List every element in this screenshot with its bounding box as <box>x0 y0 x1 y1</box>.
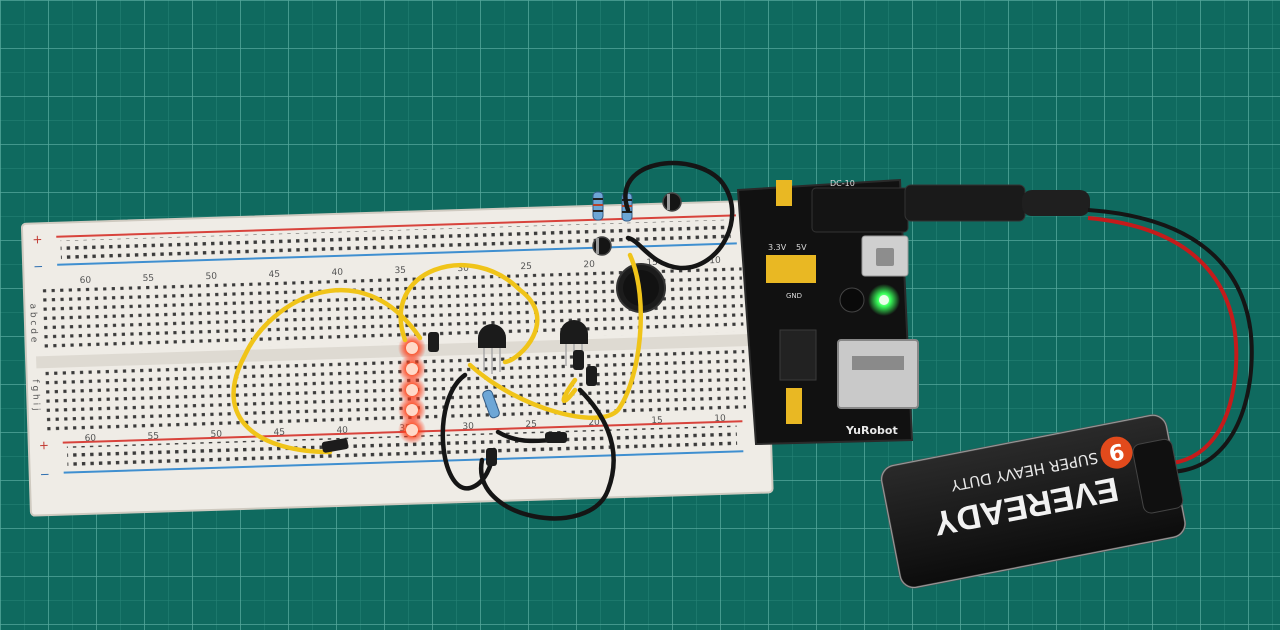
col-num-top-60: 60 <box>80 276 92 286</box>
yellow-wire <box>561 377 578 404</box>
col-num-top-35: 35 <box>394 266 406 276</box>
black-wire <box>478 387 616 521</box>
rail-top-blue-line <box>57 242 737 266</box>
col-num-top-10: 10 <box>709 256 721 266</box>
rail-plus-bottom: + <box>39 438 49 452</box>
label-3-3v: 3.3V <box>768 243 787 252</box>
rail-minus-bottom: − <box>40 467 50 481</box>
col-num-bottom-25: 25 <box>525 420 537 430</box>
usb-port <box>837 339 919 409</box>
led-column <box>398 334 426 444</box>
resistor <box>482 389 500 419</box>
jumper-bottom <box>786 388 802 424</box>
col-num-bottom-10: 10 <box>714 414 726 424</box>
col-num-bottom-15: 15 <box>651 416 663 426</box>
dc-barrel-jack <box>811 187 909 233</box>
col-num-bottom-60: 60 <box>84 434 96 444</box>
voltage-regulator <box>779 329 817 381</box>
row-letters-top: a b c d e <box>27 303 38 343</box>
battery-number-logo-bg <box>1100 436 1133 469</box>
dc-plug-cable <box>904 184 1254 474</box>
rail-plus-top: + <box>32 232 42 246</box>
led <box>398 416 426 444</box>
resistor <box>592 191 604 221</box>
rail-top-holes <box>60 219 731 261</box>
led <box>398 396 426 424</box>
module-brand: YuRobot <box>845 424 898 437</box>
wire-plugs <box>321 332 597 466</box>
jumper-wires <box>231 160 735 521</box>
label-5v: 5V <box>796 243 807 252</box>
col-num-bottom-50: 50 <box>210 430 222 440</box>
row-letters-bottom: f g h i j <box>30 379 41 410</box>
col-num-top-50: 50 <box>205 272 217 282</box>
led <box>398 355 426 383</box>
yellow-wire <box>398 263 540 365</box>
col-num-top-20: 20 <box>583 260 595 270</box>
power-capacitor <box>839 287 865 313</box>
black-wire <box>440 372 497 491</box>
yellow-wire <box>231 287 423 455</box>
column-numbers-top: 60 55 50 45 40 35 30 25 20 15 10 <box>80 256 722 286</box>
usb-port-tongue <box>852 356 904 370</box>
electrolytic-capacitor <box>592 236 612 256</box>
power-switch-button <box>876 248 894 266</box>
col-num-bottom-45: 45 <box>273 428 285 438</box>
label-gnd: GND <box>786 292 802 300</box>
yellow-wire <box>467 252 644 420</box>
col-num-top-15: 15 <box>646 258 658 268</box>
breadboard: + − + − a b c d e f g h i j 60 55 50 45 … <box>20 199 774 517</box>
rail-minus-top: − <box>33 259 43 273</box>
battery-number-logo: 9 <box>1106 437 1126 464</box>
column-numbers-bottom: 60 55 50 45 40 35 30 25 20 15 10 <box>84 414 726 444</box>
col-num-bottom-40: 40 <box>336 426 348 436</box>
status-led <box>868 284 900 316</box>
col-num-top-45: 45 <box>268 270 280 280</box>
rail-bottom-holes <box>66 425 738 467</box>
black-wire <box>623 160 735 271</box>
rail-bottom-blue-line <box>63 450 744 474</box>
col-num-top-40: 40 <box>331 268 343 278</box>
col-num-bottom-55: 55 <box>147 432 159 442</box>
transistor <box>478 324 506 374</box>
col-num-bottom-30: 30 <box>462 422 474 432</box>
col-num-top-30: 30 <box>457 264 469 274</box>
power-supply-module: DC-10 3.3V 5V GND YuRobot <box>736 178 919 446</box>
col-num-top-25: 25 <box>520 262 532 272</box>
dc-label: DC-10 <box>830 179 855 188</box>
led <box>398 376 426 404</box>
battery-9v: 9 SUPER HEAVY DUTY EVEREADY <box>880 414 1187 589</box>
col-num-bottom-20: 20 <box>588 418 600 428</box>
electrolytic-capacitor <box>662 192 682 212</box>
header-pins <box>766 255 816 283</box>
jumper-top <box>776 180 792 206</box>
battery-snap <box>1132 438 1184 514</box>
col-num-top-55: 55 <box>142 274 154 284</box>
